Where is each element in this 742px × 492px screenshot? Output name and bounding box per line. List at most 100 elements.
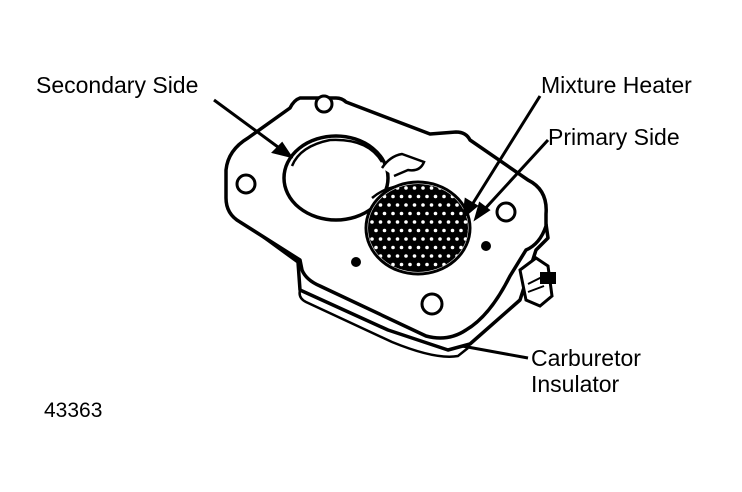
heater-perforation [459, 228, 463, 233]
heater-perforation [412, 220, 417, 224]
heater-perforation [404, 203, 408, 207]
heater-perforation [370, 237, 374, 241]
heater-perforation [433, 262, 438, 267]
heater-perforation [395, 237, 400, 241]
heater-perforation [408, 262, 412, 267]
heater-perforation [374, 211, 378, 216]
heater-perforation [412, 237, 417, 241]
figure-number: 43363 [44, 399, 103, 422]
heater-perforation [412, 203, 417, 207]
heater-perforation [433, 211, 438, 216]
heater-perforation [391, 211, 395, 216]
heater-perforation [433, 228, 438, 233]
heater-perforation [416, 262, 421, 267]
heater-perforation [387, 203, 391, 207]
heater-perforation [412, 254, 417, 258]
heater-perforation [438, 203, 442, 207]
heater-perforation [433, 245, 438, 250]
insulator-bottom-rim [298, 289, 469, 358]
heater-perforation [404, 237, 408, 241]
heater-perforation [438, 237, 442, 241]
heater-perforation [395, 203, 400, 207]
heater-perforation [433, 194, 438, 199]
heater-perforation [425, 245, 429, 250]
heater-perforation [408, 211, 412, 216]
heater-perforation [404, 254, 408, 258]
heater-perforation [404, 186, 408, 190]
secondary-bore [282, 134, 390, 222]
heater-perforation [416, 228, 421, 233]
heater-perforation [421, 254, 425, 258]
heater-perforation [421, 220, 425, 224]
heater-perforation [378, 203, 383, 207]
label-primary-side: Primary Side [548, 124, 680, 150]
heater-perforation [459, 245, 463, 250]
heater-perforation [425, 211, 429, 216]
heater-perforation [442, 245, 446, 250]
heater-perforation [399, 211, 404, 216]
heater-perforation [395, 220, 400, 224]
heater-perforation [421, 203, 425, 207]
mounting-hole [495, 201, 517, 223]
label-mixture-heater: Mixture Heater [541, 72, 692, 98]
heater-perforation [399, 228, 404, 233]
small-port [351, 257, 361, 267]
heater-perforation [446, 220, 451, 224]
heater-perforation [438, 254, 442, 258]
heater-perforation [387, 254, 391, 258]
heater-perforation [378, 237, 383, 241]
secondary-bore-inner-wall [290, 138, 384, 167]
heater-perforation [429, 237, 434, 241]
heater-perforation [408, 245, 412, 250]
heater-perforation [412, 186, 417, 190]
heater-perforation [421, 237, 425, 241]
heater-perforation [374, 228, 378, 233]
heater-perforation [378, 220, 383, 224]
heater-perforation [450, 245, 455, 250]
heater-perforation [446, 237, 451, 241]
heater-perforation [442, 228, 446, 233]
heater-perforation [416, 194, 421, 199]
heater-perforation [399, 262, 404, 267]
heater-perforation [404, 220, 408, 224]
mounting-hole [420, 292, 444, 316]
heater-perforation [446, 203, 451, 207]
heater-perforation [416, 245, 421, 250]
heater-perforation [408, 194, 412, 199]
heater-perforation [455, 237, 459, 241]
bore-connector [380, 152, 426, 178]
heater-perforation [429, 203, 434, 207]
heater-perforation [442, 211, 446, 216]
heater-perforation [446, 254, 451, 258]
label-insulator: Insulator [531, 371, 620, 397]
mounting-hole [314, 94, 334, 114]
heater-perforation [395, 254, 400, 258]
heater-perforation [450, 211, 455, 216]
heater-perforation [463, 220, 468, 224]
heater-perforation [391, 228, 395, 233]
heater-perforation [429, 220, 434, 224]
mixture-heater-grid [364, 180, 472, 276]
mounting-hole [235, 173, 257, 195]
heater-perforation [391, 262, 395, 267]
heater-perforation [382, 211, 387, 216]
heater-perforation [391, 194, 395, 199]
heater-perforation [382, 228, 387, 233]
heater-perforation [387, 237, 391, 241]
heater-connector [518, 256, 556, 308]
heater-perforation [455, 220, 459, 224]
heater-perforation [408, 228, 412, 233]
heater-perforation [425, 228, 429, 233]
heater-perforation [374, 245, 378, 250]
leader-lines [213, 95, 550, 360]
heater-perforation [399, 245, 404, 250]
heater-perforation [391, 245, 395, 250]
heater-perforation [429, 186, 434, 190]
heater-perforation [382, 245, 387, 250]
heater-perforation [442, 194, 446, 199]
heater-perforation [399, 194, 404, 199]
heater-perforation [429, 254, 434, 258]
heater-perforation [416, 211, 421, 216]
